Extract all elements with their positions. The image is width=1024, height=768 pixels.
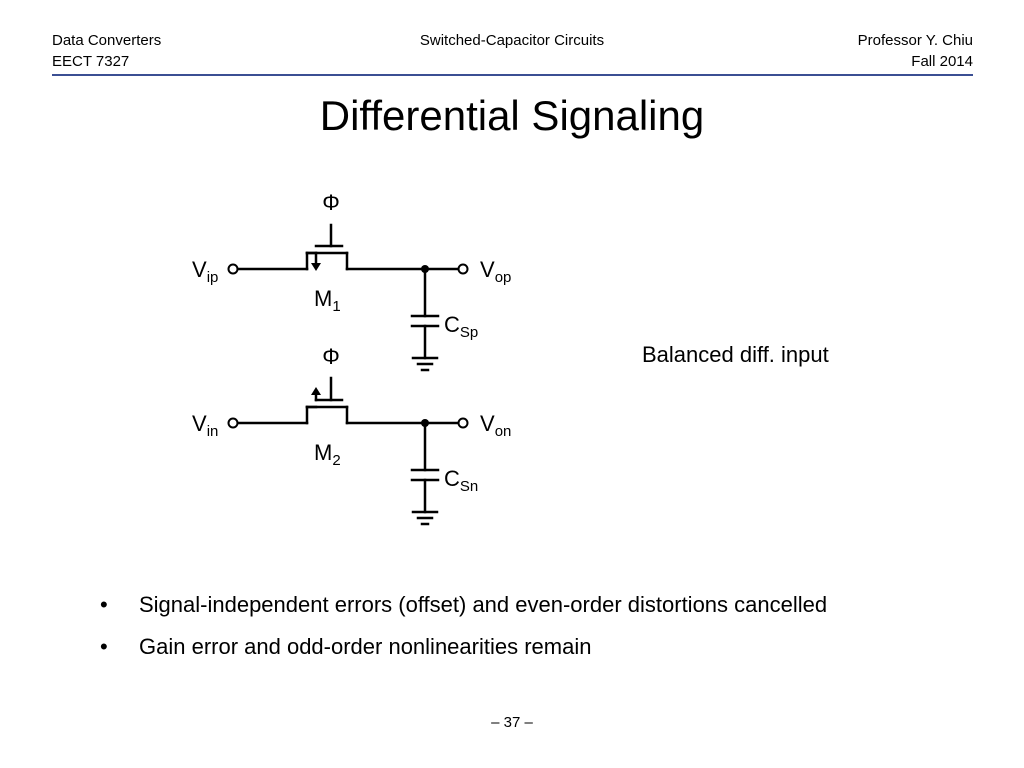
m1-label: M1 — [314, 286, 341, 315]
balanced-input-note: Balanced diff. input — [642, 342, 829, 367]
bullet-item: • Signal-independent errors (offset) and… — [100, 590, 827, 620]
bullet-text: Signal-independent errors (offset) and e… — [139, 592, 828, 617]
semester: Fall 2014 — [911, 53, 973, 70]
lecture-topic: Switched-Capacitor Circuits — [419, 32, 605, 49]
vip-terminal — [227, 263, 239, 275]
m1-arrow-icon — [311, 263, 321, 271]
header-right: Professor Y. Chiu Fall 2014 — [858, 30, 973, 72]
m2-label: M2 — [314, 440, 341, 469]
bullet-list: • Signal-independent errors (offset) and… — [100, 590, 827, 674]
header-left: Data Converters EECT 7327 — [52, 30, 161, 72]
top-sampling-path — [227, 223, 469, 372]
vip-label: Vip — [192, 257, 218, 286]
bullet-marker: • — [100, 634, 108, 659]
header-center: Switched-Capacitor Circuits — [0, 30, 1024, 51]
vin-terminal — [227, 417, 239, 429]
page-number: – 37 – — [491, 714, 533, 731]
header-divider — [52, 74, 973, 76]
slide-title: Differential Signaling — [319, 92, 705, 139]
bullet-item: • Gain error and odd-order nonlinearitie… — [100, 632, 827, 662]
instructor-name: Professor Y. Chiu — [857, 32, 973, 49]
bullet-marker: • — [100, 592, 108, 617]
von-label: Von — [480, 411, 511, 440]
vop-label: Vop — [480, 257, 511, 286]
m2-arrow-icon — [311, 387, 321, 395]
bottom-sampling-path — [227, 376, 469, 526]
csn-label: CSn — [444, 466, 478, 495]
course-name: Data Converters — [52, 32, 162, 49]
ground-icon — [411, 356, 439, 372]
course-code: EECT 7327 — [52, 53, 130, 70]
von-terminal — [457, 417, 469, 429]
csp-label: CSp — [444, 312, 478, 341]
vin-label: Vin — [192, 411, 218, 440]
ground-icon — [411, 510, 439, 526]
clock-label-bottom: Φ — [322, 344, 340, 369]
vop-terminal — [457, 263, 469, 275]
clock-label-top: Φ — [322, 190, 340, 215]
bullet-text: Gain error and odd-order nonlinearities … — [139, 634, 592, 659]
